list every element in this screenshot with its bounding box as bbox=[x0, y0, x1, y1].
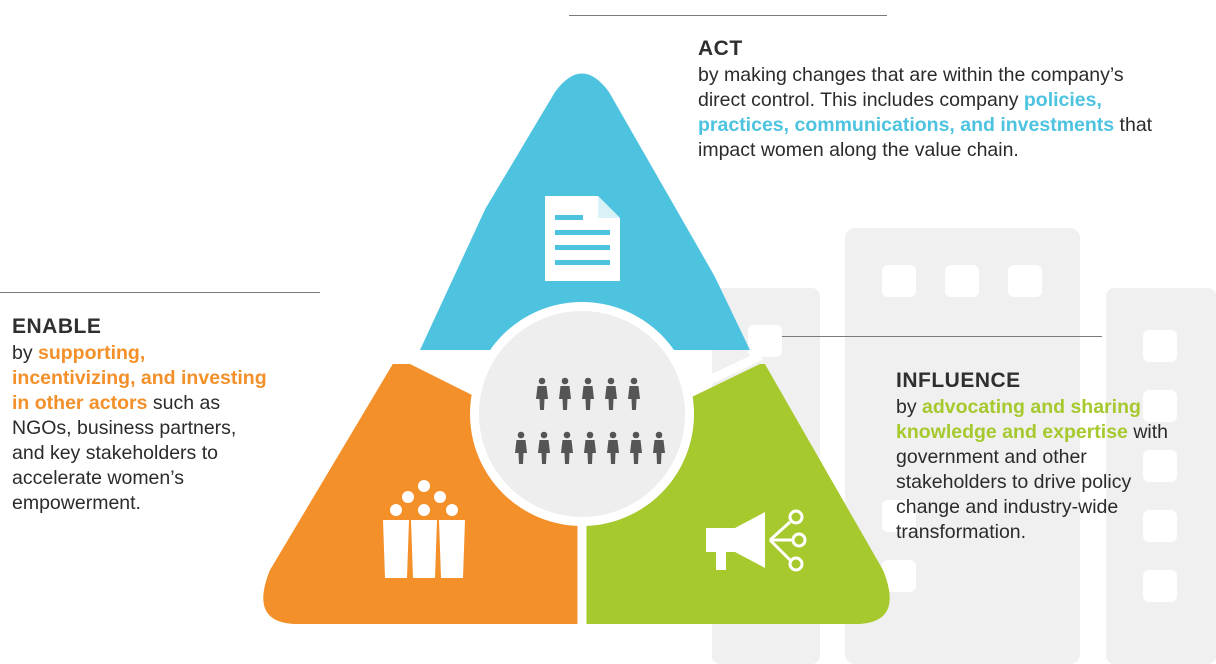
influence-heading: INFLUENCE bbox=[896, 369, 1021, 392]
megaphone-network-icon bbox=[706, 509, 807, 572]
act-rule bbox=[569, 15, 887, 16]
group-of-people-icon bbox=[383, 480, 465, 578]
act-heading: ACT bbox=[698, 37, 743, 60]
act-text-block: ACT by making changes that are within th… bbox=[698, 36, 1168, 163]
act-text-after: that impact women along the value chain. bbox=[698, 114, 1153, 161]
influence-text-block: INFLUENCE by advocating and sharing know… bbox=[896, 368, 1196, 545]
enable-text-before: by bbox=[12, 342, 39, 364]
act-highlight: policies, practices, communications, and… bbox=[698, 89, 1115, 136]
enable-heading: ENABLE bbox=[12, 315, 102, 338]
influence-text-after: with government and other stakeholders t… bbox=[896, 421, 1169, 543]
influence-highlight: advocating and sharing knowledge and exp… bbox=[896, 396, 1141, 443]
enable-rule bbox=[0, 292, 320, 293]
act-text-before: by making changes that are within the co… bbox=[698, 64, 1124, 111]
enable-text-block: ENABLE by supporting, incentivizing, and… bbox=[12, 314, 274, 516]
influence-text-before: by bbox=[896, 396, 923, 418]
influence-rule bbox=[782, 336, 1102, 337]
enable-highlight: supporting, incentivizing, and investing… bbox=[12, 342, 267, 414]
enable-text-after: such as NGOs, business partners, and key… bbox=[12, 392, 237, 514]
document-icon bbox=[545, 196, 620, 281]
act-segment bbox=[420, 73, 750, 350]
